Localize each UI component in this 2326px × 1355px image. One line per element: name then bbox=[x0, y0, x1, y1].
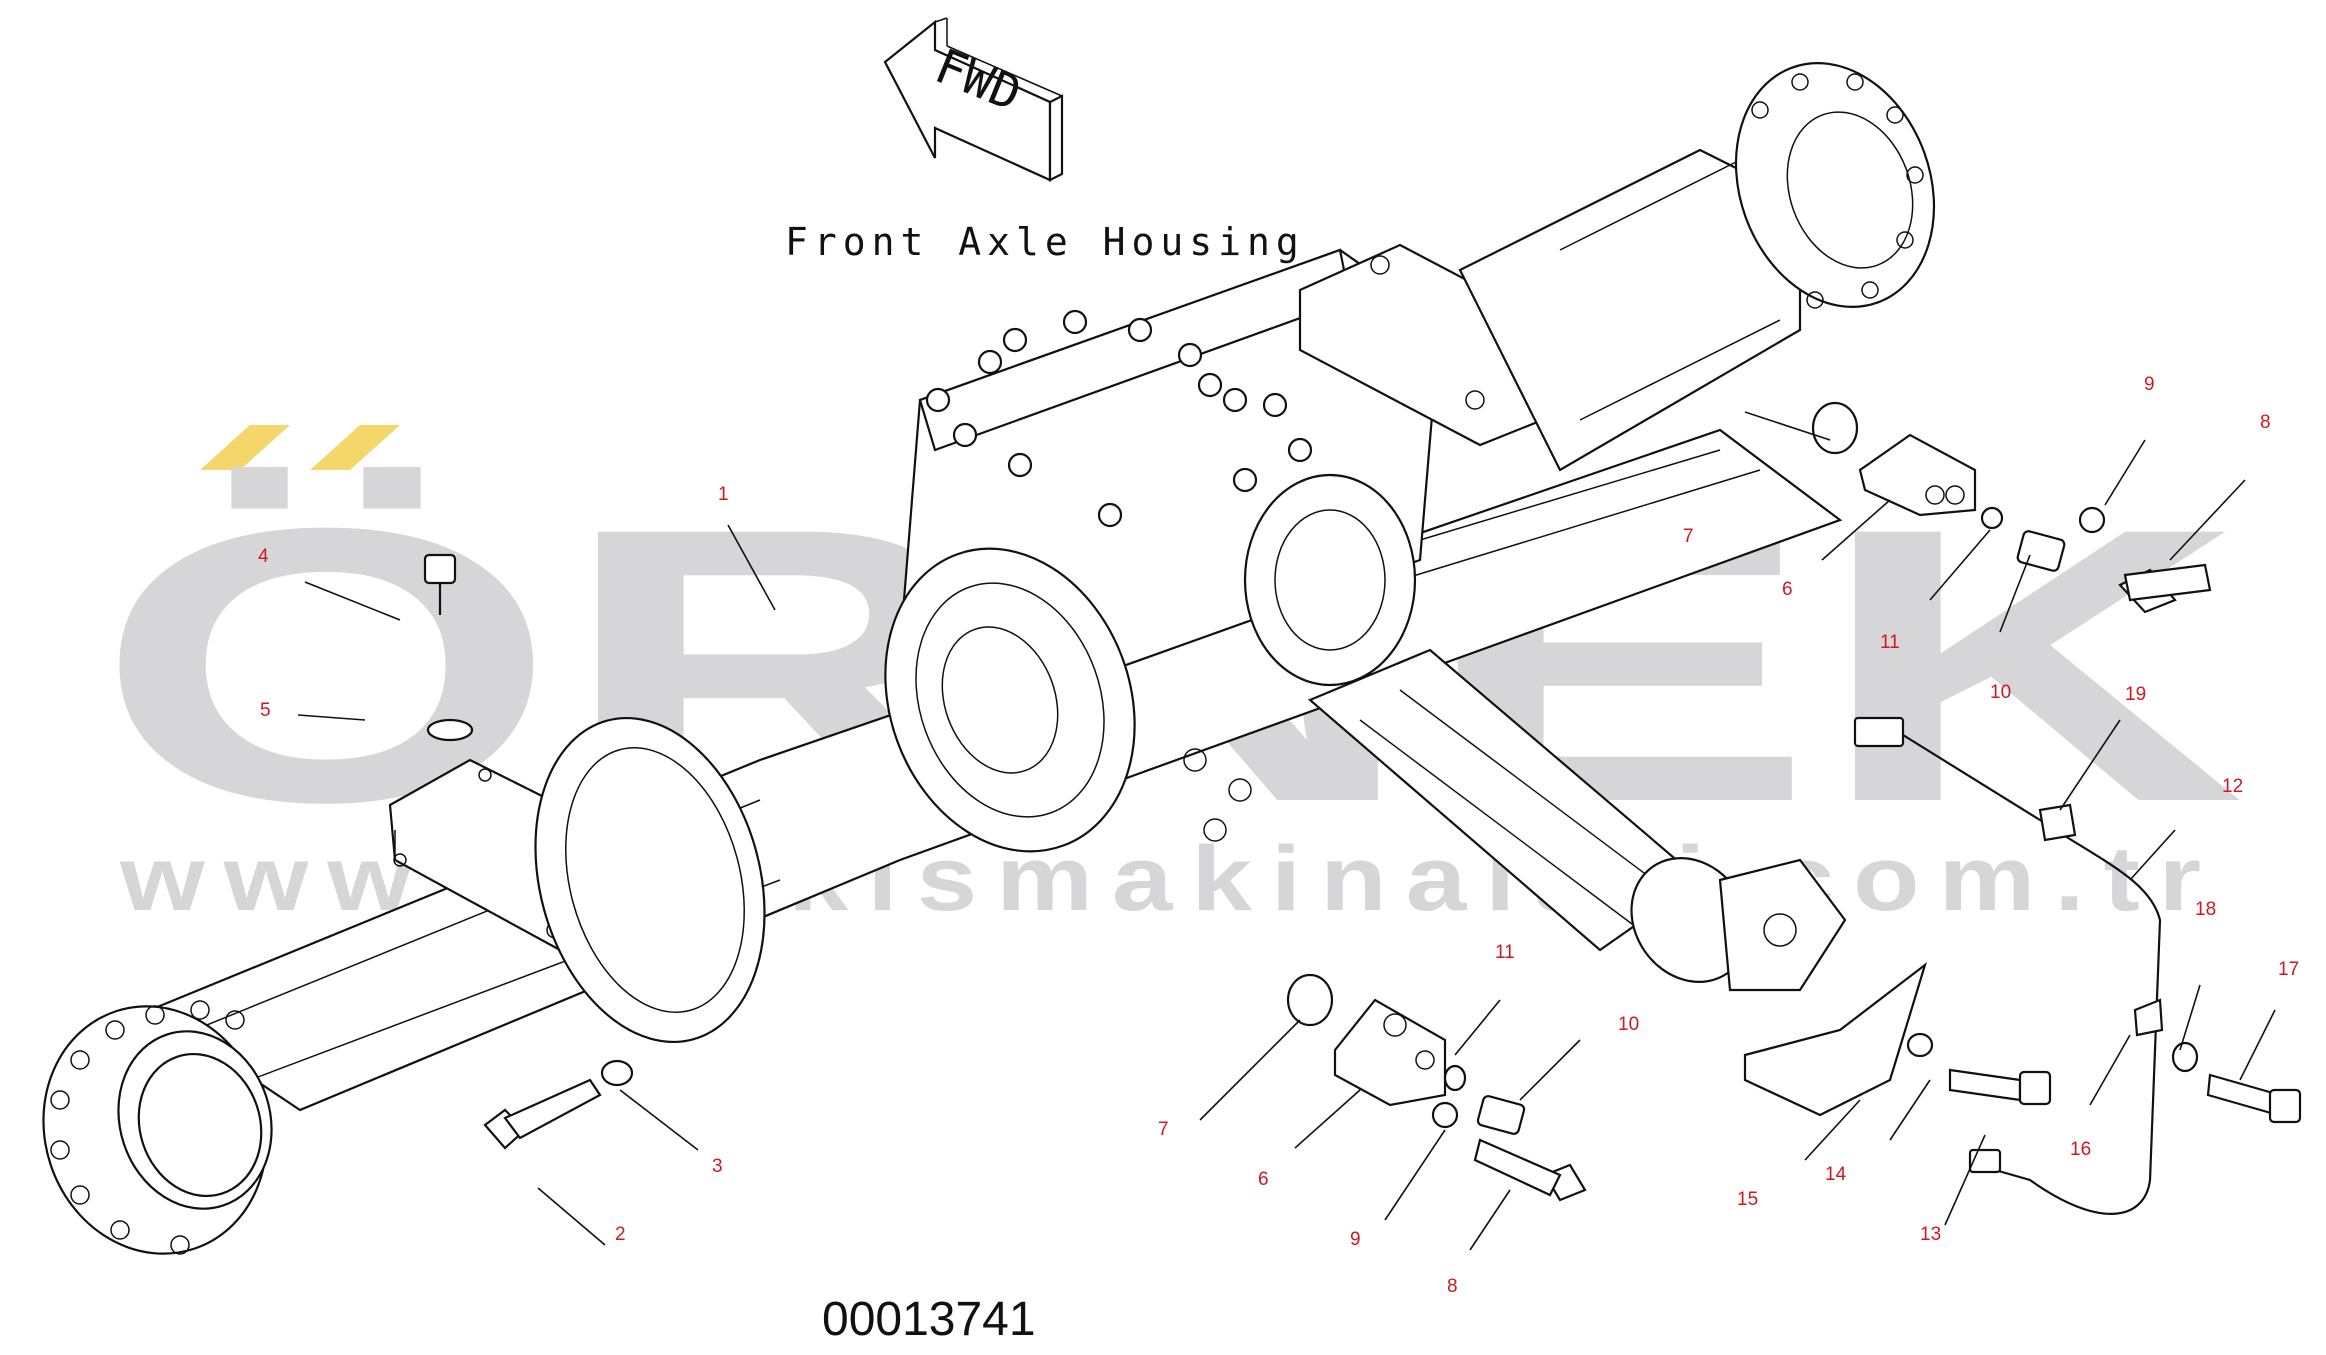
callout-11-lower: 11 bbox=[1495, 942, 1515, 963]
callout-1: 1 bbox=[718, 484, 729, 505]
callout-10-upper: 10 bbox=[1990, 682, 2011, 703]
washer-lower-left bbox=[600, 1059, 634, 1087]
callout-12: 12 bbox=[2222, 776, 2243, 797]
callout-19: 19 bbox=[2125, 684, 2146, 705]
watermark-accent-left bbox=[200, 425, 290, 470]
sensor-bracket-upper bbox=[1858, 433, 1977, 517]
callout-13: 13 bbox=[1920, 1224, 1941, 1245]
callout-3: 3 bbox=[712, 1156, 723, 1177]
left-wheel-flange bbox=[42, 1000, 273, 1255]
callout-4: 4 bbox=[258, 546, 269, 567]
cable-clip-upper bbox=[2038, 803, 2077, 842]
gasket-upper bbox=[1811, 401, 1859, 455]
callout-11-upper: 11 bbox=[1880, 632, 1900, 653]
drive-shaft bbox=[1183, 648, 1847, 992]
bolt-lower-left bbox=[483, 1078, 602, 1150]
o-ring-upper-right bbox=[1980, 506, 2004, 530]
cable-clip-lower bbox=[2133, 998, 2164, 1037]
callout-6-upper: 6 bbox=[1782, 579, 1793, 600]
drawing-number: 00013741 bbox=[822, 1293, 1036, 1346]
leader-lines bbox=[297, 411, 2276, 1251]
bolt-far-right bbox=[2206, 1073, 2302, 1124]
differential-carrier bbox=[884, 248, 1442, 853]
callout-8-upper: 8 bbox=[2260, 412, 2271, 433]
washer-far-right bbox=[2171, 1041, 2199, 1073]
right-wheel-flange bbox=[1734, 62, 1936, 309]
speed-sensor bbox=[1968, 1148, 2002, 1174]
gasket-lower bbox=[1286, 973, 1334, 1027]
bolt-shield bbox=[1948, 1068, 2052, 1106]
washer-upper-right bbox=[2078, 506, 2106, 534]
left-brake-flange bbox=[534, 716, 766, 1044]
bolt-upper-right bbox=[2118, 563, 2212, 614]
screw-lower-centre bbox=[1476, 1095, 1526, 1135]
callout-7-upper: 7 bbox=[1683, 526, 1694, 547]
screw-upper-right bbox=[2016, 530, 2066, 572]
callout-14: 14 bbox=[1825, 1164, 1847, 1185]
callout-15: 15 bbox=[1737, 1189, 1758, 1210]
washer-shield bbox=[1906, 1032, 1934, 1058]
callout-10-lower: 10 bbox=[1618, 1014, 1639, 1035]
callout-18: 18 bbox=[2195, 899, 2216, 920]
bolt-lower-centre bbox=[1473, 1138, 1587, 1202]
watermark-accent-right bbox=[310, 425, 400, 470]
o-ring-lower-centre bbox=[1443, 1064, 1467, 1092]
callout-2: 2 bbox=[615, 1224, 626, 1245]
yoke bbox=[1718, 858, 1847, 992]
o-ring-left bbox=[426, 718, 474, 742]
callout-5: 5 bbox=[260, 700, 271, 721]
callouts: 1 2 3 4 5 6 6 7 7 8 8 9 9 10 10 11 11 12… bbox=[258, 374, 2299, 1297]
washer-lower-centre bbox=[1431, 1101, 1459, 1129]
axle-housing bbox=[42, 62, 1936, 1255]
heat-shield bbox=[1743, 962, 1928, 1117]
callout-8-lower: 8 bbox=[1447, 1276, 1458, 1297]
callout-6-lower: 6 bbox=[1258, 1169, 1269, 1190]
callout-7-lower: 7 bbox=[1158, 1119, 1169, 1140]
callout-16: 16 bbox=[2070, 1139, 2091, 1160]
callout-9-upper: 9 bbox=[2144, 374, 2155, 395]
speed-sensor-harness bbox=[1853, 716, 2164, 1215]
diagram-title: Front Axle Housing bbox=[785, 220, 1305, 264]
sensor-bracket-lower bbox=[1333, 998, 1447, 1107]
fwd-arrow-icon: FWD bbox=[883, 17, 1064, 182]
callout-17: 17 bbox=[2278, 959, 2299, 980]
breather-plug bbox=[423, 553, 457, 615]
callout-9-lower: 9 bbox=[1350, 1229, 1361, 1250]
